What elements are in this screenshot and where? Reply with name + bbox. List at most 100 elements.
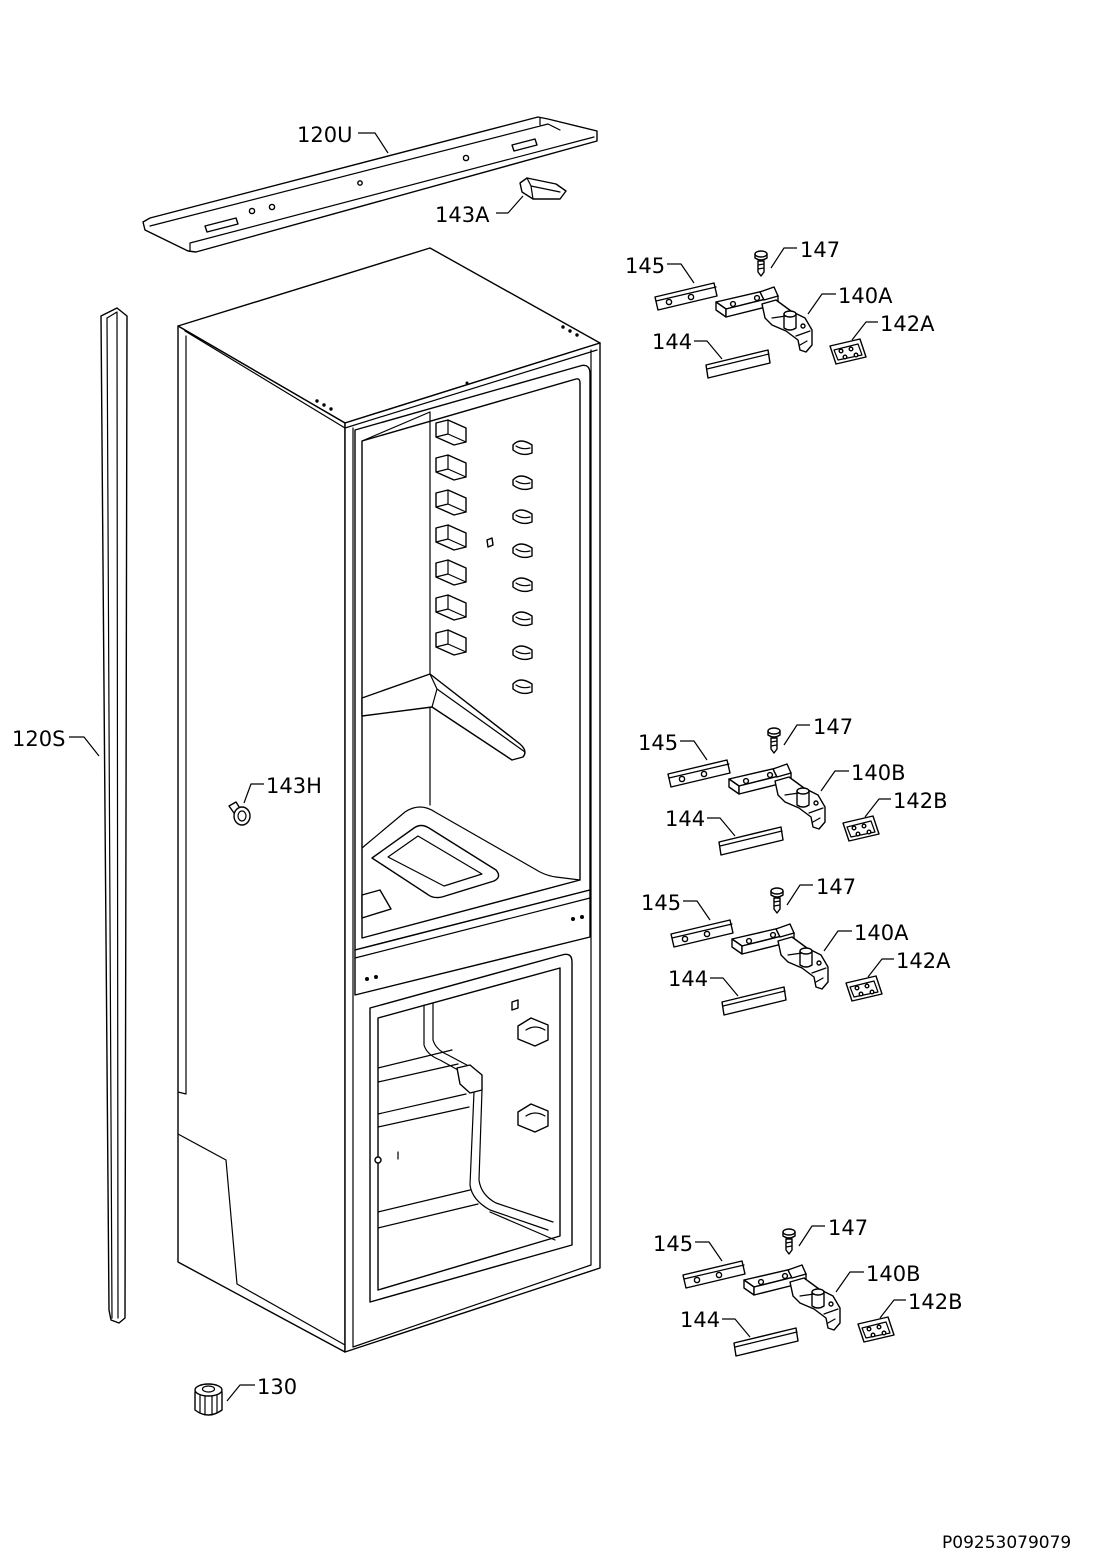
leader-cover-strip [695,1241,723,1262]
leader-hinge-plate [879,1299,906,1319]
cabinet [177,247,601,1353]
label-trim-strip: 144 [665,807,705,831]
upper-compartment [354,364,591,951]
label-hinge: 140A [854,921,909,945]
label-trim-strip: 144 [680,1308,720,1332]
hinge [728,763,826,830]
leader-hinge-plate [867,958,894,978]
shelf-support [435,419,467,446]
shelf-supports [435,419,467,656]
rear-wall-clip [512,509,533,525]
top-cap [519,177,567,200]
shelf-support [435,629,467,656]
label-top-rail: 120U [297,123,352,147]
trim-strip [718,826,784,856]
side-plug [228,801,251,826]
crisper-tray [371,824,500,899]
rear-wall-clip [512,543,533,559]
label-hinge: 140B [866,1262,921,1286]
leader-trim-strip [694,340,723,360]
label-side-strip: 120S [12,727,65,751]
cover-strip [654,282,718,311]
label-hinge-plate: 142A [880,312,935,336]
leader-cover-strip [683,900,711,921]
label-cover-strip: 145 [638,731,678,755]
leader-top-cap [496,195,524,214]
hinge [715,286,813,353]
screw [770,887,784,914]
leader-cover-strip [680,740,708,761]
leader-side-plug [243,783,264,804]
label-cover-strip: 145 [641,891,681,915]
rear-wall-screw [486,537,494,548]
lower-fixing-hole [374,1156,382,1164]
label-screw: 147 [813,715,853,739]
sensor [511,999,519,1011]
label-hinge-plate: 142A [896,949,951,973]
trim-strip [721,986,787,1016]
hinge [743,1264,841,1331]
rear-wall-clip [512,611,533,627]
shelf-support [435,524,467,551]
lower-interior-lines [377,1049,556,1241]
hinge-set-3: 145 147 140A 142A 144 [641,875,951,1016]
hinge-plate [845,975,883,1002]
trim-strip [705,349,771,379]
top-rail [142,116,598,253]
hinge-set-4: 145 147 140B 142B 144 [653,1216,963,1357]
cabinet-edge-lines [177,330,598,1348]
rear-wall-clip [512,679,533,695]
crisper-floor [361,806,581,881]
label-screw: 147 [816,875,856,899]
leader-trim-strip [722,1318,751,1338]
leader-hinge-plate [864,798,891,818]
crisper-tray-inner [387,835,483,887]
leader-side-strip [69,736,100,757]
rear-wall-clips [512,440,533,695]
trim-strip [733,1327,799,1357]
cabinet-top-holes [315,325,579,411]
hinge-plate [842,815,880,842]
label-hinge: 140B [851,761,906,785]
cover-strip [667,759,731,788]
lower-small-shelf [361,889,392,919]
leader-hinge-plate [851,321,878,341]
hinge-set-2: 145 147 140B 142B 144 [638,715,948,856]
rear-wall-clip [512,645,533,661]
label-hinge: 140A [838,284,893,308]
shelf-support [435,559,467,586]
shelf-support [435,454,467,481]
side-strip [100,307,128,1324]
label-trim-strip: 144 [652,330,692,354]
adjustable-foot [194,1383,223,1416]
rear-wall-clip [512,475,533,491]
label-screw: 147 [800,238,840,262]
leader-cover-strip [667,263,695,284]
screw [767,727,781,754]
label-foot: 130 [257,1375,297,1399]
leader-foot [226,1384,255,1402]
label-hinge-plate: 142B [893,789,948,813]
label-cover-strip: 145 [625,254,665,278]
divider-mullion [354,889,591,996]
leader-hinge [835,1271,864,1293]
screw [782,1228,796,1255]
leader-trim-strip [710,977,739,997]
label-side-plug: 143H [266,774,322,798]
lower-compartment [369,953,573,1303]
leader-trim-strip [707,817,736,837]
label-screw: 147 [828,1216,868,1240]
leader-screw [786,884,813,906]
label-cover-strip: 145 [653,1232,693,1256]
hinge [731,923,829,990]
leader-hinge [820,770,849,792]
label-hinge-plate: 142B [908,1290,963,1314]
rear-wall-clip [512,577,533,593]
leader-hinge [823,930,852,952]
screw [754,250,768,277]
upper-bracket [517,1017,549,1047]
leader-screw [798,1225,825,1247]
lower-bracket [517,1103,549,1133]
glass-shelf-edge [429,673,526,753]
